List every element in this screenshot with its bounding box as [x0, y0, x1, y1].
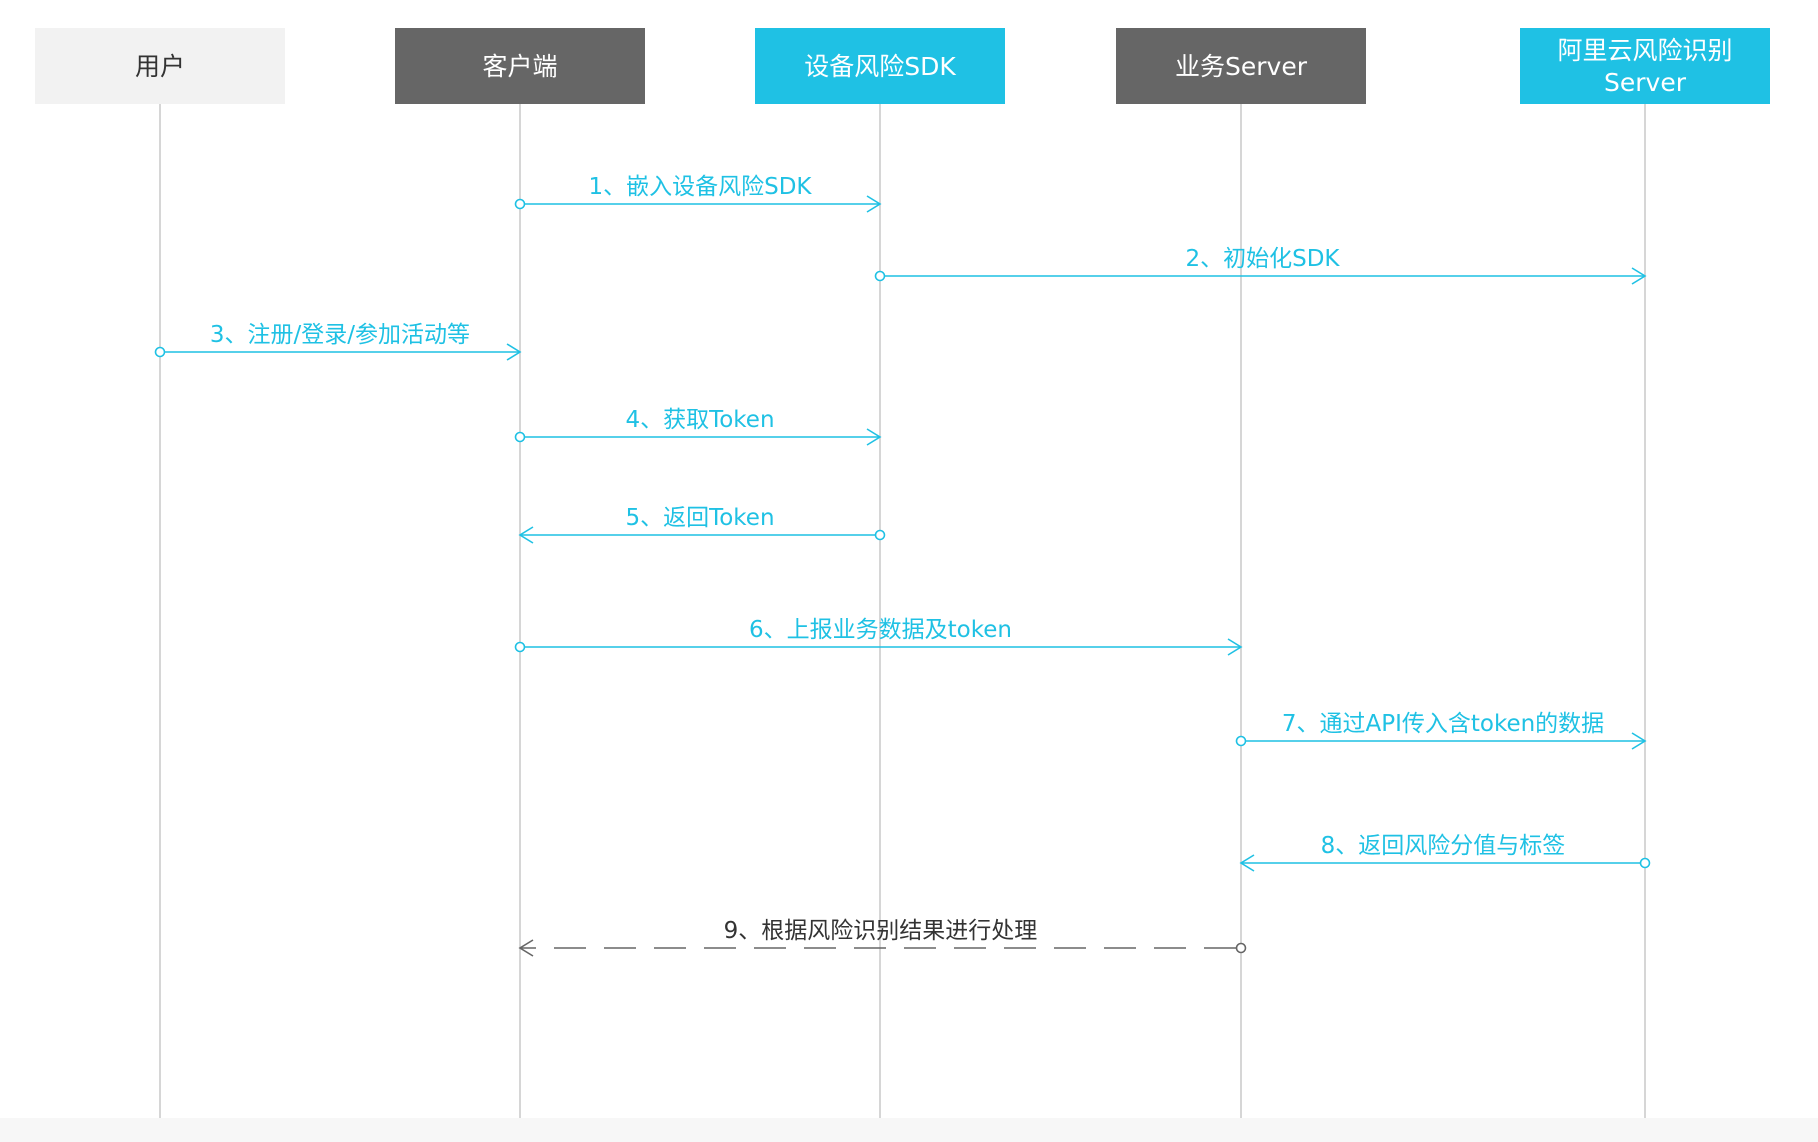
message-start-dot-8	[1639, 857, 1651, 869]
message-arrowhead-6	[1227, 638, 1243, 656]
lifelines	[159, 104, 1646, 1118]
actor-label-aliyun: Server	[1604, 68, 1687, 97]
message-arrowhead-1	[866, 195, 882, 213]
actor-label-biz: 业务Server	[1175, 52, 1308, 81]
message-arrowhead-9	[518, 939, 534, 957]
message-arrowhead-2	[1631, 267, 1647, 285]
message-start-dot-9	[1235, 942, 1247, 954]
actor-label-user: 用户	[135, 52, 185, 81]
message-arrowhead-7	[1631, 732, 1647, 750]
message-label-9: 9、根据风险识别结果进行处理	[724, 918, 1038, 944]
actor-client: 客户端	[395, 28, 645, 104]
message-1: 1、嵌入设备风险SDK	[514, 174, 882, 213]
actor-box-sdk	[755, 28, 1005, 104]
message-start-dot-7	[1235, 735, 1247, 747]
actor-box-biz	[1116, 28, 1366, 104]
message-5: 5、返回Token	[518, 505, 886, 544]
message-label-4: 4、获取Token	[625, 407, 774, 433]
message-label-1: 1、嵌入设备风险SDK	[588, 174, 812, 200]
message-label-3: 3、注册/登录/参加活动等	[210, 322, 470, 348]
actor-box-aliyun	[1520, 28, 1770, 104]
message-arrowhead-5	[518, 526, 534, 544]
message-label-6: 6、上报业务数据及token	[749, 617, 1012, 643]
message-arrowhead-4	[866, 428, 882, 446]
message-start-dot-3	[154, 346, 166, 358]
actor-user: 用户	[35, 28, 285, 104]
actor-sdk: 设备风险SDK	[755, 28, 1005, 104]
actor-aliyun: 阿里云风险识别 Server	[1520, 28, 1770, 104]
message-7: 7、通过API传入含token的数据	[1235, 711, 1647, 750]
message-2: 2、初始化SDK	[874, 246, 1647, 285]
actor-box-user	[35, 28, 285, 104]
message-start-dot-4	[514, 431, 526, 443]
messages: 1、嵌入设备风险SDK 2、初始化SDK 3、注册/登录/参加活动等 4、获取Toke…	[154, 174, 1651, 957]
actor-label-aliyun: 阿里云风险识别	[1557, 36, 1732, 65]
message-6: 6、上报业务数据及token	[514, 617, 1243, 656]
message-label-5: 5、返回Token	[625, 505, 774, 531]
message-9: 9、根据风险识别结果进行处理	[518, 918, 1247, 957]
message-arrowhead-3	[506, 343, 522, 361]
actor-box-client	[395, 28, 645, 104]
message-start-dot-5	[874, 529, 886, 541]
message-label-8: 8、返回风险分值与标签	[1321, 833, 1566, 859]
bottom-band	[0, 1118, 1818, 1142]
message-arrowhead-8	[1239, 854, 1255, 872]
message-start-dot-6	[514, 641, 526, 653]
message-3: 3、注册/登录/参加活动等	[154, 322, 522, 361]
actor-biz: 业务Server	[1116, 28, 1366, 104]
message-start-dot-1	[514, 198, 526, 210]
actor-boxes: 用户 客户端 设备风险SDK 业务Server 阿里云风险识别 Server	[35, 28, 1770, 104]
message-4: 4、获取Token	[514, 407, 882, 446]
actor-label-sdk: 设备风险SDK	[804, 52, 956, 81]
message-8: 8、返回风险分值与标签	[1239, 833, 1651, 872]
message-label-2: 2、初始化SDK	[1185, 246, 1340, 272]
message-start-dot-2	[874, 270, 886, 282]
message-label-7: 7、通过API传入含token的数据	[1282, 711, 1604, 737]
actor-label-client: 客户端	[482, 52, 557, 81]
